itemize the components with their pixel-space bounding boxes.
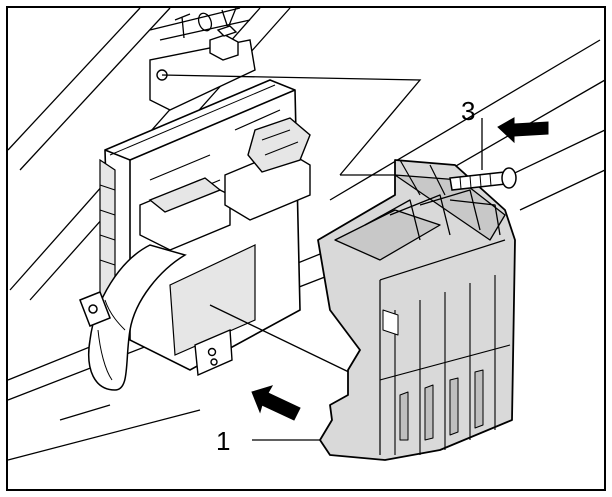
arrow-icon xyxy=(251,117,549,421)
cover-part-1 xyxy=(317,159,516,461)
bolt-icon xyxy=(449,167,517,191)
frame-rails xyxy=(7,7,606,461)
wiring-harness xyxy=(79,244,187,391)
mounting-bracket xyxy=(149,25,256,111)
module-label-plate xyxy=(169,244,256,356)
callout-part-1: 1 xyxy=(216,426,231,456)
diagram-border xyxy=(6,6,606,491)
module-connectors xyxy=(139,117,311,251)
module-tab xyxy=(194,328,233,377)
callout-part-3: 3 xyxy=(461,96,476,126)
insert-arrow-upper xyxy=(497,117,549,144)
insert-arrow-lower xyxy=(251,385,301,421)
